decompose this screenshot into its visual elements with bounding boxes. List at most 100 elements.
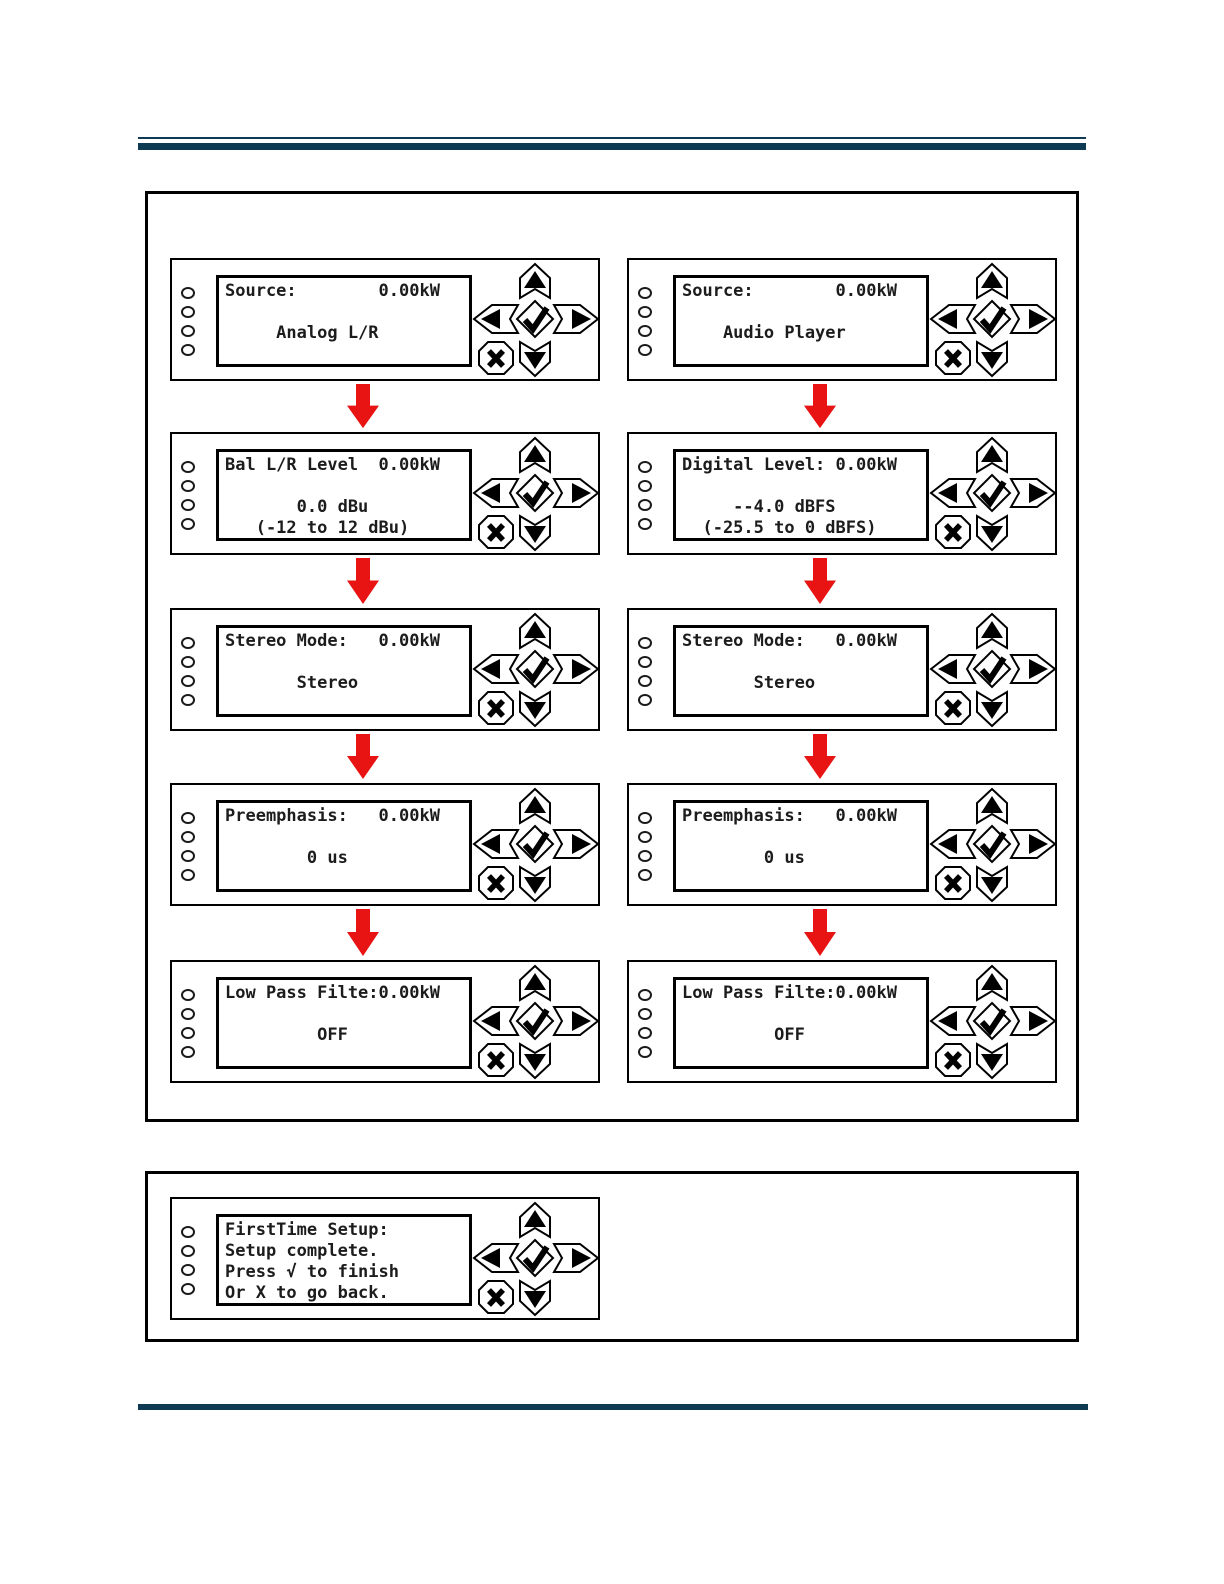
lcd-line-4 <box>682 694 920 715</box>
nav-up-button <box>976 787 1008 825</box>
lcd-line-3: --4.0 dBFS <box>682 497 836 517</box>
checkmark-icon <box>979 1008 1007 1036</box>
up-arrow-icon <box>524 973 546 990</box>
nav-left-button <box>472 654 520 684</box>
led-indicator <box>181 637 195 649</box>
nav-cancel-button <box>478 691 514 725</box>
lcd-line-4 <box>225 869 463 890</box>
header-rule-thin <box>138 137 1086 139</box>
nav-up-button <box>519 436 551 474</box>
nav-keypad <box>472 612 600 728</box>
lcd-display: Preemphasis: 0.00kW 0 us <box>216 800 472 892</box>
device-panel-preemphasis-digital: Preemphasis: 0.00kW 0 us <box>627 783 1057 906</box>
led-indicator <box>181 1226 195 1238</box>
led-indicator <box>638 1027 652 1039</box>
header-rule-thick <box>138 143 1086 150</box>
right-arrow-icon <box>572 1011 591 1031</box>
lcd-line-2 <box>225 476 463 497</box>
right-arrow-icon <box>1029 834 1048 854</box>
down-arrow-icon <box>981 702 1003 719</box>
lcd-line-4 <box>682 344 920 365</box>
nav-keypad <box>472 1201 600 1317</box>
lcd-line-1: Stereo Mode: 0.00kW <box>225 631 440 651</box>
flow-arrow-down <box>345 909 381 957</box>
led-column <box>181 637 195 706</box>
down-arrow-icon <box>981 1054 1003 1071</box>
lcd-line-4: (-25.5 to 0 dBFS) <box>682 518 877 538</box>
nav-up-button <box>976 964 1008 1002</box>
nav-cancel-button <box>935 1043 971 1077</box>
checkmark-icon <box>522 306 550 334</box>
lcd-line-2: Setup complete. <box>225 1241 379 1261</box>
checkmark-icon <box>522 480 550 508</box>
flow-arrow-down <box>802 909 838 957</box>
x-icon <box>486 874 506 893</box>
nav-keypad <box>929 262 1057 378</box>
left-arrow-icon <box>481 1248 500 1268</box>
nav-keypad <box>472 964 600 1080</box>
device-panel-digital-level: Digital Level: 0.00kW --4.0 dBFS (-25.5 … <box>627 432 1057 555</box>
up-arrow-icon <box>524 1210 546 1227</box>
nav-right-button <box>1009 829 1057 859</box>
nav-accept-button <box>972 824 1012 864</box>
x-icon <box>943 523 963 542</box>
nav-cancel-button <box>478 866 514 900</box>
left-arrow-icon <box>938 483 957 503</box>
nav-left-button <box>929 304 977 334</box>
lcd-line-3: Stereo <box>682 673 816 693</box>
led-indicator <box>181 656 195 668</box>
right-arrow-icon <box>572 659 591 679</box>
led-indicator <box>181 518 195 530</box>
lcd-line-2 <box>682 652 920 673</box>
led-column <box>638 989 652 1058</box>
led-indicator <box>181 344 195 356</box>
left-arrow-icon <box>481 659 500 679</box>
up-arrow-icon <box>981 973 1003 990</box>
checkmark-icon <box>522 1008 550 1036</box>
device-panel-bal-lr-level: Bal L/R Level 0.00kW 0.0 dBu (-12 to 12 … <box>170 432 600 555</box>
led-indicator <box>181 1245 195 1257</box>
lcd-line-3: OFF <box>682 1025 805 1045</box>
led-column <box>181 1226 195 1295</box>
lcd-display: FirstTime Setup: Setup complete. Press √… <box>216 1214 472 1306</box>
lcd-line-2 <box>682 827 920 848</box>
nav-accept-button <box>515 473 555 513</box>
nav-up-button <box>519 612 551 650</box>
right-arrow-icon <box>1029 309 1048 329</box>
lcd-display: Low Pass Filte:0.00kW OFF <box>673 977 929 1069</box>
nav-down-button <box>976 340 1008 378</box>
nav-accept-button <box>972 649 1012 689</box>
nav-cancel-button <box>935 866 971 900</box>
lcd-display: Bal L/R Level 0.00kW 0.0 dBu (-12 to 12 … <box>216 449 472 541</box>
led-indicator <box>181 461 195 473</box>
nav-keypad <box>929 964 1057 1080</box>
led-column <box>638 812 652 881</box>
led-indicator <box>181 1027 195 1039</box>
x-icon <box>943 699 963 718</box>
led-indicator <box>638 344 652 356</box>
led-indicator <box>181 812 195 824</box>
led-column <box>638 461 652 530</box>
led-indicator <box>638 287 652 299</box>
nav-keypad <box>472 262 600 378</box>
x-icon <box>943 1051 963 1070</box>
lcd-line-4 <box>682 869 920 890</box>
nav-left-button <box>929 478 977 508</box>
led-column <box>181 812 195 881</box>
checkmark-icon <box>522 831 550 859</box>
left-arrow-icon <box>938 309 957 329</box>
flow-arrow-down <box>802 384 838 429</box>
lcd-line-3: Audio Player <box>682 323 846 343</box>
led-indicator <box>638 480 652 492</box>
nav-cancel-button <box>935 691 971 725</box>
nav-right-button <box>1009 478 1057 508</box>
nav-up-button <box>976 436 1008 474</box>
lcd-line-1: Low Pass Filte:0.00kW <box>682 983 897 1003</box>
x-icon <box>486 523 506 542</box>
led-indicator <box>181 325 195 337</box>
left-arrow-icon <box>938 659 957 679</box>
nav-left-button <box>472 1006 520 1036</box>
led-indicator <box>181 850 195 862</box>
led-indicator <box>181 480 195 492</box>
